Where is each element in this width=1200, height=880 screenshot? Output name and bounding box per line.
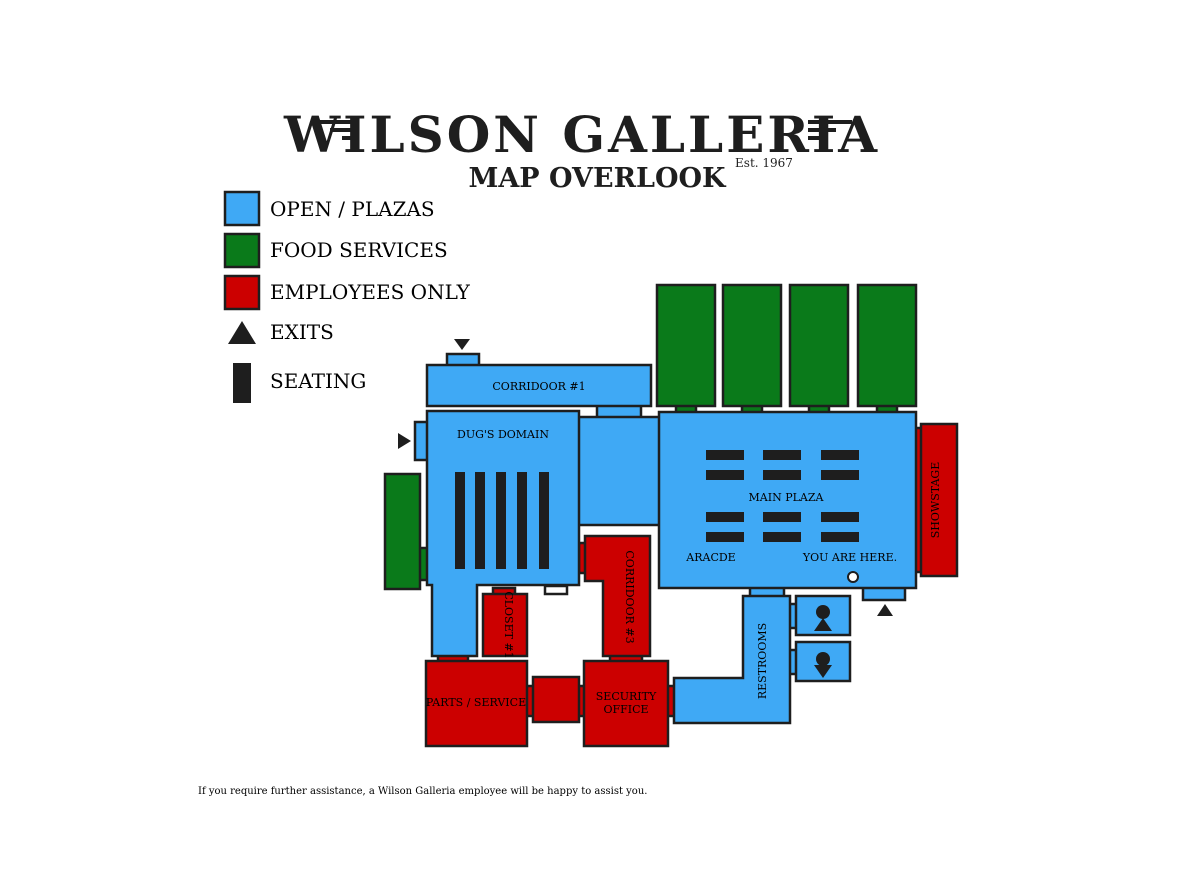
showstage-label: SHOWSTAGE — [929, 462, 942, 538]
map-title: WILSON GALLERIA — [283, 105, 880, 164]
seating-bar — [763, 512, 801, 522]
mens-restroom-icon — [814, 652, 832, 678]
exit-west-icon — [398, 433, 411, 449]
parts-service — [424, 659, 529, 748]
restrooms-label: RESTROOMS — [756, 623, 769, 699]
food-court-1 — [655, 283, 717, 408]
legend-label-food: FOOD SERVICES — [270, 238, 448, 262]
title-decoration-left — [316, 120, 358, 140]
exit-north-icon — [454, 339, 470, 350]
title-decoration-right — [808, 120, 852, 140]
security-office-label-line2: OFFICE — [603, 703, 648, 716]
footer-note: If you require further assistance, a Wil… — [198, 786, 647, 797]
corridor-3-label: CORRIDOOR #3 — [623, 550, 636, 643]
seating-group-main-plaza — [706, 450, 859, 542]
legend-swatch-employee — [223, 274, 261, 311]
closet-1-label: CLOSET #1 — [502, 591, 515, 658]
seating-bar — [706, 532, 744, 542]
map-subtitle: MAP OVERLOOK — [468, 163, 727, 194]
exit-south-icon — [877, 604, 893, 616]
exit-triangle-icon — [228, 321, 256, 344]
seating-bar — [763, 470, 801, 480]
food-court-4 — [856, 283, 918, 408]
legend-swatch-food — [223, 232, 261, 269]
established-year: Est. 1967 — [735, 156, 793, 170]
legend-label-employee: EMPLOYEES ONLY — [270, 280, 471, 304]
corridor-1-label: CORRIDOOR #1 — [492, 380, 585, 393]
you-are-here-marker-icon — [847, 571, 859, 583]
seating-bar — [475, 472, 485, 569]
legend-label-open: OPEN / PLAZAS — [270, 197, 435, 221]
restrooms-hall — [672, 594, 792, 725]
seating-bar — [706, 512, 744, 522]
you-are-here-label: YOU ARE HERE. — [802, 551, 897, 564]
security-office — [582, 659, 670, 748]
seating-bar — [763, 532, 801, 542]
main-plaza — [657, 410, 918, 590]
seating-bar-icon — [233, 363, 251, 403]
food-court-2 — [721, 283, 783, 408]
dugs-domain-label: DUG'S DOMAIN — [457, 428, 549, 441]
floor-plan: CORRIDOOR #1 DUG'S DOMAIN — [383, 283, 959, 748]
arcade-label: ARACDE — [685, 551, 735, 564]
parts-service-label: PARTS / SERVICE — [426, 696, 526, 709]
seating-bar — [496, 472, 506, 569]
seating-bar — [539, 472, 549, 569]
showstage — [919, 422, 959, 578]
closet-1 — [481, 592, 529, 658]
seating-bar — [821, 512, 859, 522]
seating-bar — [821, 532, 859, 542]
seating-bar — [821, 450, 859, 460]
seating-bar — [517, 472, 527, 569]
seating-bar — [706, 450, 744, 460]
seating-group-dugs-domain — [455, 472, 549, 569]
legend-label-exits: EXITS — [270, 320, 334, 344]
storage-room — [531, 675, 581, 724]
womens-restroom-icon — [814, 605, 832, 631]
seating-bar — [763, 450, 801, 460]
legend: OPEN / PLAZAS FOOD SERVICES EMPLOYEES ON… — [223, 190, 471, 403]
food-court-west — [383, 472, 422, 591]
seating-bar — [455, 472, 465, 569]
seating-bar — [821, 470, 859, 480]
main-plaza-label: MAIN PLAZA — [749, 491, 825, 504]
seating-bar — [706, 470, 744, 480]
center-hall — [575, 415, 663, 527]
corridor-1 — [425, 363, 653, 408]
legend-swatch-open — [223, 190, 261, 227]
connector — [543, 584, 569, 596]
legend-label-seating: SEATING — [270, 369, 366, 393]
security-office-label-line1: SECURITY — [596, 690, 657, 703]
food-court-3 — [788, 283, 850, 408]
corridor-3 — [583, 534, 652, 658]
